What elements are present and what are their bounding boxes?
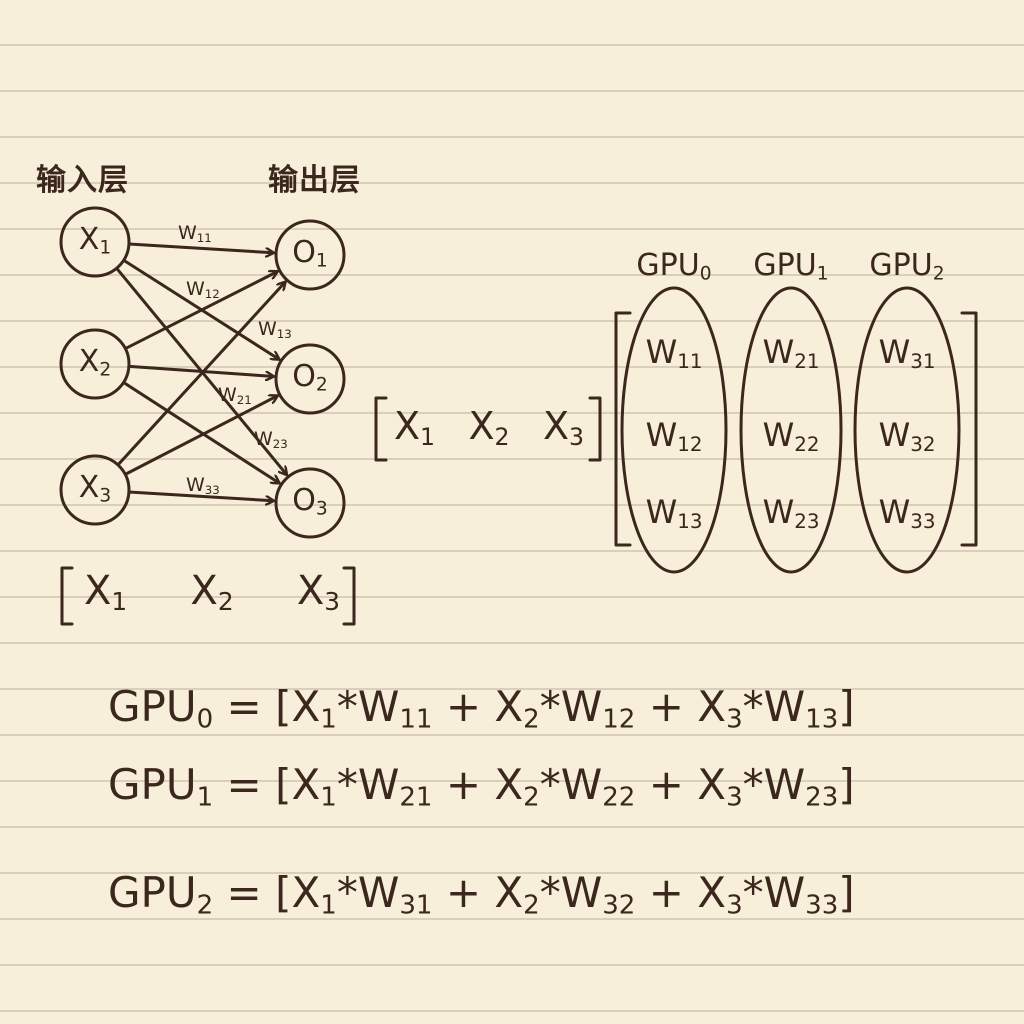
- edge-arrow: [125, 396, 277, 475]
- input-vector-middle: X1 X2 X3: [394, 404, 584, 451]
- edge-weight-label: W11: [178, 222, 212, 245]
- matrix-weight-cell: W31: [878, 333, 936, 373]
- gpu0-ellipse: [620, 286, 728, 574]
- edge-arrow: [129, 490, 273, 501]
- input-node-2-circle: [59, 328, 131, 400]
- vector-item: X1: [394, 404, 436, 451]
- gpu-column-header: GPU0: [636, 248, 712, 285]
- gpu-equation: GPU1 = [X1*W21 + X2*W22 + X3*W23]: [108, 760, 855, 813]
- mid-vector-bracket-left: [374, 396, 388, 462]
- gpu-equation: GPU0 = [X1*W11 + X2*W12 + X3*W13]: [108, 682, 855, 735]
- matrix-weight-cell: W32: [878, 416, 936, 456]
- vector-item: X2: [468, 404, 510, 451]
- input-node-3-circle: [59, 454, 131, 526]
- gpu2-ellipse: [853, 286, 961, 574]
- edge-weight-label: W23: [254, 428, 288, 451]
- equation-term: X1*W11: [291, 682, 433, 735]
- edge-weight-label: W13: [258, 318, 292, 341]
- gpu-column-header: GPU2: [869, 248, 945, 285]
- edge-weight-label: W33: [186, 474, 220, 497]
- equation-gpu-label: GPU1: [108, 760, 214, 813]
- edge-arrow: [125, 272, 277, 350]
- output-layer-label: 输出层: [268, 163, 361, 198]
- input-layer-label: 输入层: [36, 163, 129, 198]
- output-node-2-circle: [274, 343, 346, 415]
- output-node-label: O2: [292, 359, 328, 396]
- matrix-bracket-right: [960, 311, 978, 547]
- matrix-weight-cell: W22: [762, 416, 820, 456]
- gpu-equation: GPU2 = [X1*W31 + X2*W32 + X3*W33]: [108, 868, 855, 921]
- vector-bracket-right: [342, 566, 356, 626]
- equation-term: X2*W22: [494, 760, 636, 813]
- edge-arrow: [129, 242, 273, 253]
- equation-gpu-label: GPU2: [108, 868, 214, 921]
- matrix-weight-cell: W33: [878, 493, 936, 533]
- equation-term: X3*W23: [697, 760, 839, 813]
- matrix-bracket-left: [614, 311, 632, 547]
- input-node-1-circle: [59, 206, 131, 278]
- vector-item: X3: [542, 404, 584, 451]
- edge-weight-label: W21: [218, 384, 252, 407]
- equation-term: X2*W12: [494, 682, 636, 735]
- input-node-label: X2: [78, 344, 112, 381]
- input-vector-bottom: X1 X2 X3: [84, 568, 340, 616]
- equation-term: X2*W32: [494, 868, 636, 921]
- matrix-weight-cell: W11: [645, 333, 703, 373]
- vector-item: X3: [296, 568, 340, 617]
- edge-weight-label: W12: [186, 278, 220, 301]
- equation-term: X3*W13: [697, 682, 839, 735]
- matrix-weight-cell: W12: [645, 416, 703, 456]
- equation-term: X3*W33: [697, 868, 839, 921]
- equation-term: X1*W31: [291, 868, 433, 921]
- gpu1-ellipse: [739, 286, 843, 574]
- input-node-label: X1: [78, 222, 112, 259]
- vector-item: X1: [84, 568, 128, 617]
- output-node-label: O1: [292, 235, 328, 272]
- equation-term: X1*W21: [291, 760, 433, 813]
- matrix-weight-cell: W23: [762, 493, 820, 533]
- matrix-weight-cell: W21: [762, 333, 820, 373]
- gpu-column-header: GPU1: [753, 248, 829, 285]
- input-node-label: X3: [78, 470, 112, 507]
- equation-gpu-label: GPU0: [108, 682, 214, 735]
- matrix-weight-cell: W13: [645, 493, 703, 533]
- vector-item: X2: [190, 568, 234, 617]
- vector-bracket-left: [60, 566, 74, 626]
- output-node-label: O3: [292, 483, 328, 520]
- mid-vector-bracket-right: [588, 396, 602, 462]
- edge-arrow: [117, 282, 285, 465]
- output-node-3-circle: [274, 467, 346, 539]
- output-node-1-circle: [274, 219, 346, 291]
